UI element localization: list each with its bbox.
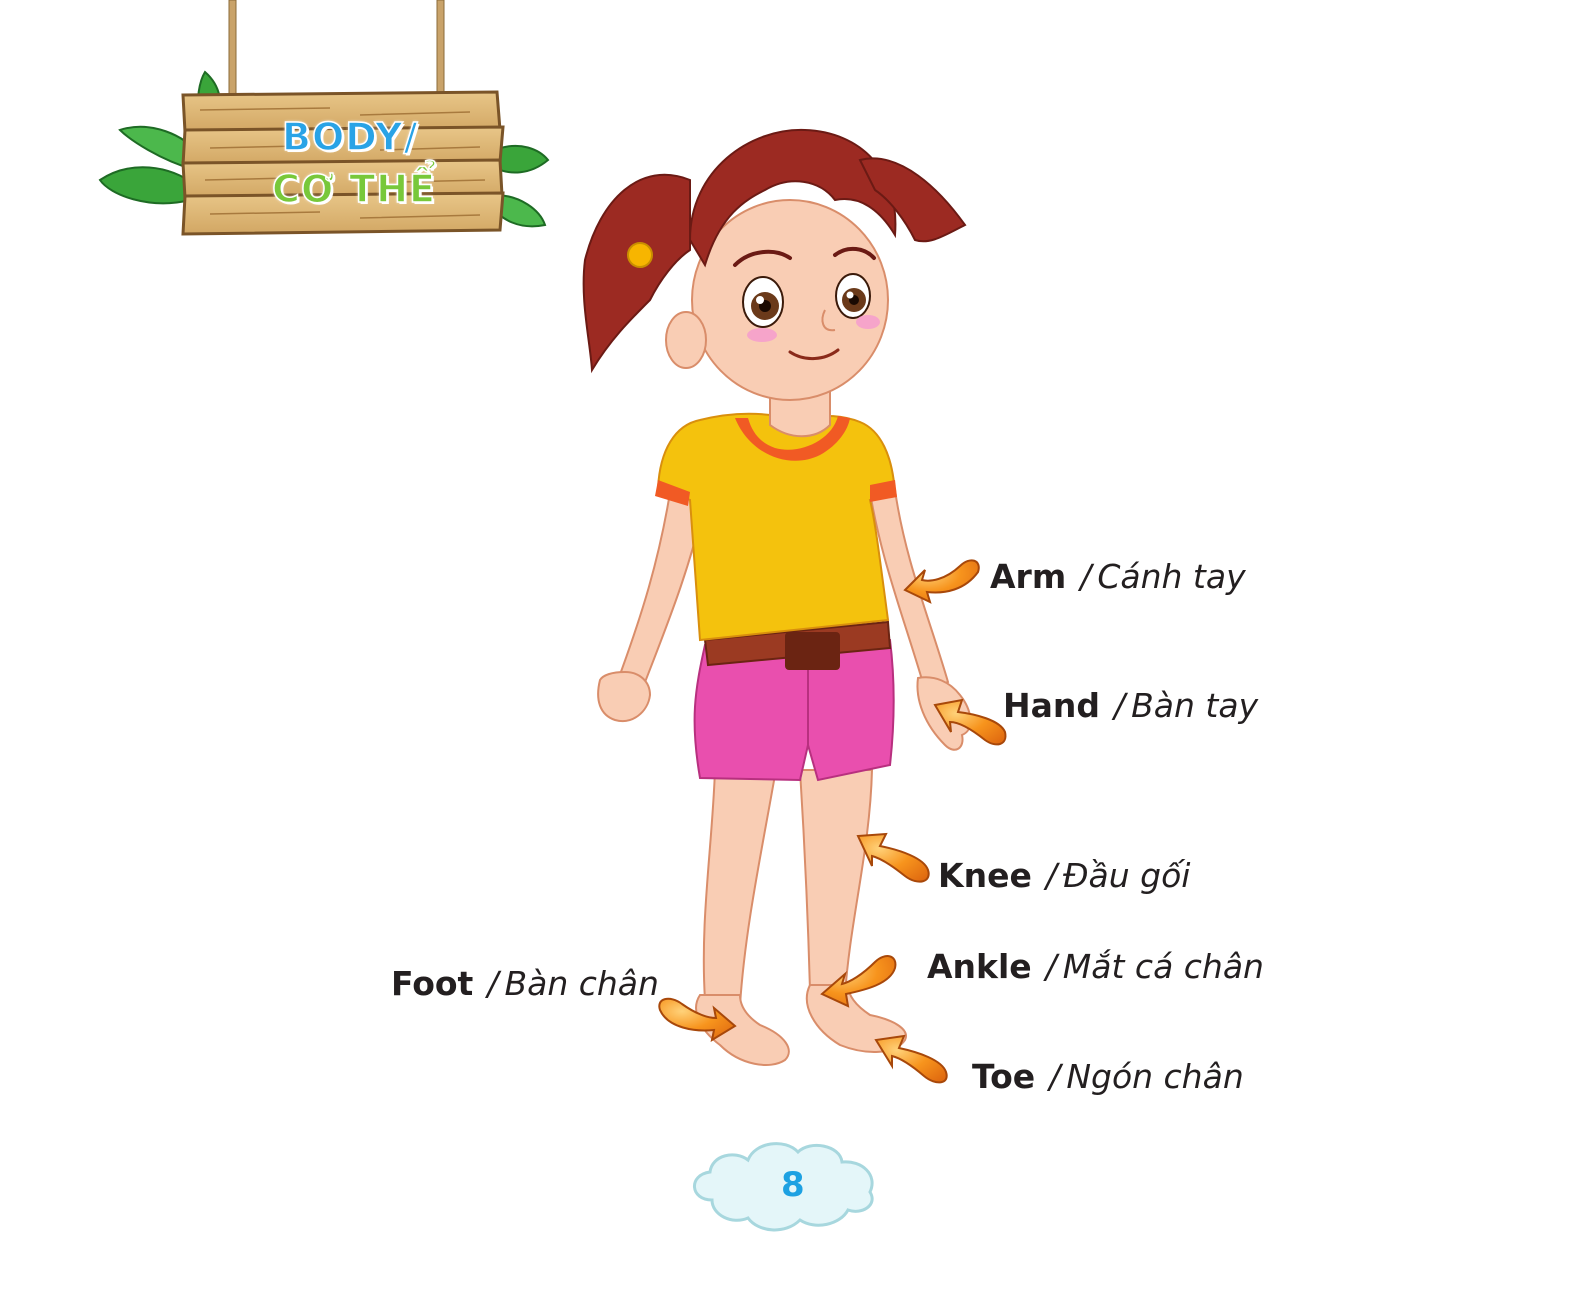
- label-toe-en: Toe: [972, 1057, 1036, 1096]
- label-ankle-vi: Mắt cá chân: [1062, 947, 1264, 986]
- arrow-arm-icon: [903, 559, 980, 604]
- sign-title-line2: CƠ THỂ: [271, 167, 436, 211]
- sign-title-line1: BODY/: [281, 115, 419, 159]
- label-foot-vi: Bàn chân: [504, 964, 659, 1003]
- label-toe-vi: Ngón chân: [1066, 1057, 1244, 1096]
- label-hand-vi: Bàn tay: [1131, 686, 1259, 725]
- label-toe-sep: /: [1049, 1057, 1061, 1096]
- arrow-knee-icon: [856, 832, 930, 883]
- label-foot-sep: /: [487, 964, 499, 1003]
- label-knee-sep: /: [1045, 856, 1057, 895]
- page-number: 8: [781, 1165, 805, 1205]
- label-ankle-sep: /: [1045, 947, 1057, 986]
- arrow-foot-icon: [658, 997, 737, 1043]
- label-hand-sep: /: [1114, 686, 1126, 725]
- label-hand: Hand /Bàn tay: [1003, 689, 1258, 722]
- label-arm-sep: /: [1080, 557, 1092, 596]
- leaves-right-icon: [490, 144, 550, 228]
- label-hand-en: Hand: [1003, 686, 1101, 725]
- girl-illustration: [582, 128, 972, 1066]
- label-ankle-en: Ankle: [927, 947, 1032, 986]
- label-knee-en: Knee: [938, 856, 1032, 895]
- arrow-toe-icon: [874, 1034, 948, 1084]
- label-arm-vi: Cánh tay: [1097, 557, 1246, 596]
- label-arm-en: Arm: [990, 557, 1067, 596]
- label-ankle: Ankle /Mắt cá chân: [927, 950, 1264, 983]
- label-toe: Toe /Ngón chân: [972, 1060, 1244, 1093]
- arrow-ankle-icon: [820, 955, 897, 1008]
- arrow-hand-icon: [933, 698, 1007, 746]
- wooden-sign: [98, 0, 550, 236]
- cloud-icon: [693, 1142, 874, 1232]
- label-arm: Arm /Cánh tay: [990, 560, 1246, 593]
- label-foot-en: Foot: [391, 964, 474, 1003]
- label-knee-vi: Đầu gối: [1062, 856, 1191, 895]
- label-foot: Foot /Bàn chân: [391, 967, 659, 1000]
- label-knee: Knee /Đầu gối: [938, 859, 1190, 892]
